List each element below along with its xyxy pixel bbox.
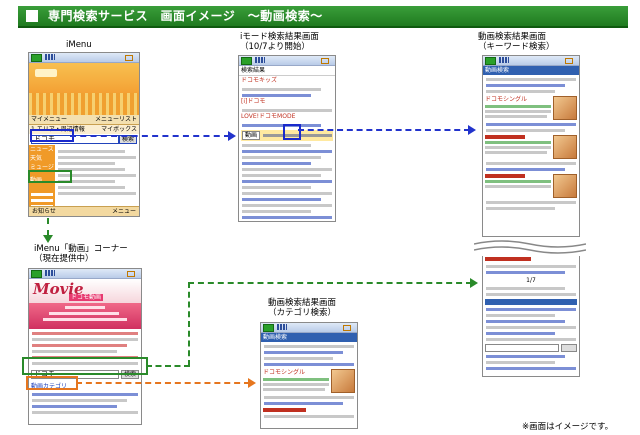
status-bar	[239, 56, 335, 66]
imode-results-header: 検索結果	[239, 66, 335, 76]
footer-item-notice[interactable]: お知らせ	[32, 208, 56, 215]
mail-icon	[321, 58, 329, 64]
menu-list-link[interactable]: メニューリスト	[95, 116, 137, 123]
imenu-top-links: マイメニュー メニューリスト	[29, 115, 139, 125]
arrow-corner-to-category	[76, 382, 250, 384]
tab-weather[interactable]: 天気	[29, 154, 55, 163]
signal-icon	[255, 57, 265, 63]
video-corner-screen: Movie ドコモ動画 ドコモ 検索 動画カテゴリ	[28, 268, 142, 425]
page-title: 専門検索サービス 画面イメージ ～動画検索～	[48, 7, 323, 24]
status-bar	[29, 53, 139, 63]
imode-video-highlight	[283, 124, 301, 140]
arrow-imode-to-keyword	[298, 129, 470, 131]
imenu-search-button[interactable]: 検索	[120, 136, 136, 143]
category-result-label[interactable]: ドコモシングル	[263, 369, 329, 376]
arrowhead-imenu-to-imode	[228, 131, 236, 141]
title-marker	[26, 10, 38, 22]
keyword-result-item	[483, 256, 579, 262]
keyword-result-item	[485, 174, 577, 198]
caption-corner-1: iMenu「動画」コーナー	[34, 244, 128, 254]
status-bar	[483, 56, 579, 66]
imenu-footer: お知らせ メニュー	[29, 206, 139, 216]
signal-icon	[277, 324, 287, 330]
caption-imenu: iMenu	[66, 40, 92, 50]
movie-logo-area: Movie ドコモ動画	[29, 279, 141, 303]
my-menu-link[interactable]: マイメニュー	[31, 116, 67, 123]
keyword-results-screen-bottom: 1/7	[482, 256, 580, 377]
video-thumbnail[interactable]	[553, 174, 577, 198]
category-results-header: 動画検索	[261, 333, 357, 342]
signal-icon	[45, 54, 55, 60]
category-results-screen: 動画検索 ドコモシングル	[260, 322, 358, 429]
caption-imode-results-2: （10/7より開始）	[240, 42, 310, 52]
category-result-item: ドコモシングル	[263, 369, 355, 393]
section-bar	[485, 299, 577, 305]
arrow-corner-to-keyword-3	[188, 282, 472, 284]
caption-category-results-2: （カテゴリ検索）	[268, 308, 336, 318]
caption-keyword-results-2: （キーワード検索）	[478, 42, 555, 52]
mail-icon	[565, 58, 573, 64]
arrow-imenu-to-corner	[47, 218, 49, 236]
break-wave	[474, 236, 586, 256]
keyword-search-button[interactable]	[561, 344, 577, 352]
arrow-imenu-to-imode	[70, 135, 230, 137]
keyword-result-item	[485, 135, 577, 159]
status-bar	[29, 269, 141, 279]
arrowhead-imenu-to-corner	[43, 235, 53, 243]
imode-result-2[interactable]: [i]ドコモ	[239, 97, 335, 106]
featured-banner	[29, 303, 141, 329]
arrow-corner-to-keyword-1	[146, 365, 190, 367]
imenu-decoration	[29, 93, 139, 115]
keyword-search-input[interactable]	[485, 344, 559, 352]
keyword-results-header: 動画検索	[483, 66, 579, 75]
caption-imode-results-1: iモード検索結果画面	[240, 32, 319, 42]
arrowhead-corner-to-keyword	[470, 278, 478, 288]
status-bar	[261, 323, 357, 333]
caption-corner-2: （現在提供中）	[34, 254, 94, 264]
movie-logo-sub: ドコモ動画	[69, 294, 103, 301]
tab-news[interactable]: ニュース	[29, 145, 55, 154]
signal-icon	[45, 270, 55, 276]
corner-search-highlight	[22, 357, 148, 375]
battery-icon	[31, 54, 42, 62]
pager[interactable]: 1/7	[483, 277, 579, 284]
video-thumbnail[interactable]	[553, 96, 577, 120]
signal-icon	[499, 57, 509, 63]
footer-item-menu[interactable]: メニュー	[112, 208, 136, 215]
caption-keyword-results-1: 動画検索結果画面	[478, 32, 546, 42]
battery-icon	[485, 57, 496, 65]
my-box-link[interactable]: マイボックス	[101, 126, 137, 133]
mail-icon	[343, 325, 351, 331]
caption-category-results-1: 動画検索結果画面	[268, 298, 336, 308]
corner-category-highlight	[26, 376, 78, 390]
keyword-result-item: ドコモシングル	[485, 96, 577, 120]
battery-icon	[263, 324, 274, 332]
arrowhead-corner-to-category	[248, 378, 256, 388]
video-thumbnail[interactable]	[553, 135, 577, 159]
footnote: ※画面はイメージです。	[522, 422, 613, 432]
keyword-result-label[interactable]: ドコモシングル	[485, 96, 551, 103]
keyword-results-screen: 動画検索 ドコモシングル	[482, 55, 580, 237]
imode-result-3[interactable]: LOVE!ドコモMODE	[239, 112, 335, 121]
imenu-logo	[35, 69, 57, 77]
battery-icon	[31, 270, 42, 278]
arrowhead-imode-to-keyword	[468, 125, 476, 135]
imode-video-tab[interactable]: 動画	[242, 131, 260, 140]
imenu-video-highlight	[28, 170, 72, 183]
keyword-search-row	[485, 344, 577, 352]
mail-icon	[125, 55, 133, 61]
arrow-corner-to-keyword-2	[188, 282, 190, 366]
imenu-banner	[29, 63, 139, 115]
battery-icon	[241, 57, 252, 65]
mail-icon	[127, 271, 135, 277]
imenu-search-highlight	[30, 129, 74, 142]
video-thumbnail[interactable]	[331, 369, 355, 393]
imode-result-1[interactable]: ドコモキッズ	[239, 76, 335, 85]
